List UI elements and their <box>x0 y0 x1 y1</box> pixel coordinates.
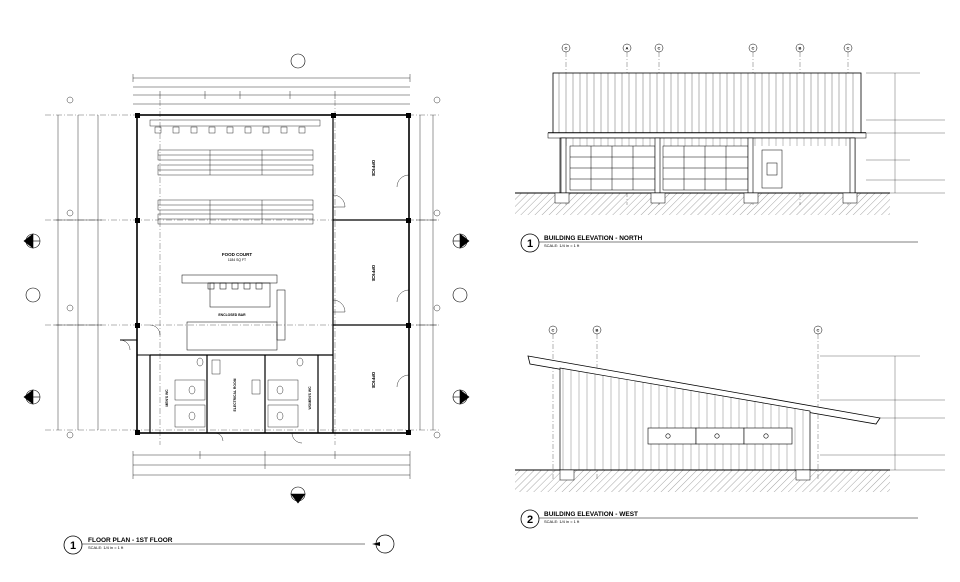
west-grid-label: C <box>552 328 555 333</box>
plan-fixtures <box>174 357 304 428</box>
room-office-3: OFFICE <box>371 372 376 389</box>
plan-bar <box>181 274 286 351</box>
west-grid-markers <box>548 325 823 480</box>
plan-dimensions-sides <box>54 115 437 430</box>
north-grid-label: B <box>799 46 802 51</box>
floor-plan-number: 1 <box>70 540 76 552</box>
west-roof <box>527 355 881 425</box>
north-elevation-scale: SCALE: 1/4 in = 1 ft <box>544 243 580 248</box>
west-grid-label: B <box>596 328 599 333</box>
north-grid-label: A <box>626 46 629 51</box>
west-elevation-title: BUILDING ELEVATION - WEST <box>544 511 638 518</box>
floor-plan: FOOD COURT 1184 SQ FT ENCLOSED BAR OFFIC… <box>23 53 470 555</box>
west-grid-label: C <box>817 328 820 333</box>
floor-plan-scale: SCALE: 1/4 in = 1 ft <box>88 545 124 550</box>
elevation-north: C A C C B C <box>515 43 945 253</box>
elevation-west: C B C 2 <box>515 325 945 529</box>
north-elevation-number: 1 <box>527 238 533 250</box>
plan-grid-lines <box>45 100 440 445</box>
room-electrical: ELECTRICAL ROOM <box>233 378 237 411</box>
west-grid-labels: C B C <box>552 328 820 333</box>
north-posts <box>560 137 856 194</box>
floor-plan-caption: 1 FLOOR PLAN - 1ST FLOOR SCALE: 1/4 in =… <box>63 534 395 555</box>
plan-grid-bubbles <box>66 96 441 439</box>
north-garage-doors <box>569 145 783 191</box>
north-roof <box>552 72 862 134</box>
floor-plan-title: FLOOR PLAN - 1ST FLOOR <box>88 537 173 544</box>
north-grid-labels: C A C C B C <box>565 46 850 51</box>
north-wall-ribs <box>565 138 847 146</box>
plan-columns <box>135 113 411 435</box>
room-office-2: OFFICE <box>371 265 376 282</box>
west-elevation-caption: 2 BUILDING ELEVATION - WEST SCALE: 1/4 i… <box>520 509 918 529</box>
west-windows <box>647 427 793 445</box>
plan-seating <box>149 119 321 225</box>
north-elevation-title: BUILDING ELEVATION - NORTH <box>544 235 643 242</box>
north-roof-ribs <box>558 73 854 133</box>
room-enclosed-bar: ENCLOSED BAR <box>218 313 246 317</box>
plan-doors <box>119 174 410 444</box>
room-office-1: OFFICE <box>371 160 376 177</box>
west-footings <box>559 469 811 481</box>
plan-dimensions-top <box>132 74 411 105</box>
north-elevation-caption: 1 BUILDING ELEVATION - NORTH SCALE: 1/4 … <box>520 233 918 253</box>
west-elevation-scale: SCALE: 1/4 in = 1 ft <box>544 519 580 524</box>
west-level-markers <box>820 355 945 471</box>
room-food-court-area: 1184 SQ FT <box>228 258 246 262</box>
north-ground-hatch <box>515 193 890 215</box>
north-grid-label: C <box>847 46 850 51</box>
room-food-court: FOOD COURT <box>222 252 252 257</box>
north-grid-label: C <box>565 46 568 51</box>
plan-walls <box>120 114 410 434</box>
plan-section-markers <box>23 53 470 504</box>
room-mens-wc: MEN'S WC <box>165 389 169 407</box>
west-elevation-number: 2 <box>527 514 533 526</box>
plan-dimensions-bottom <box>132 451 411 479</box>
north-grid-label: C <box>752 46 755 51</box>
north-level-markers <box>866 72 945 194</box>
north-footings <box>554 192 858 204</box>
room-womens-wc: WOMEN'S WC <box>308 386 312 410</box>
north-grid-label: C <box>658 46 661 51</box>
